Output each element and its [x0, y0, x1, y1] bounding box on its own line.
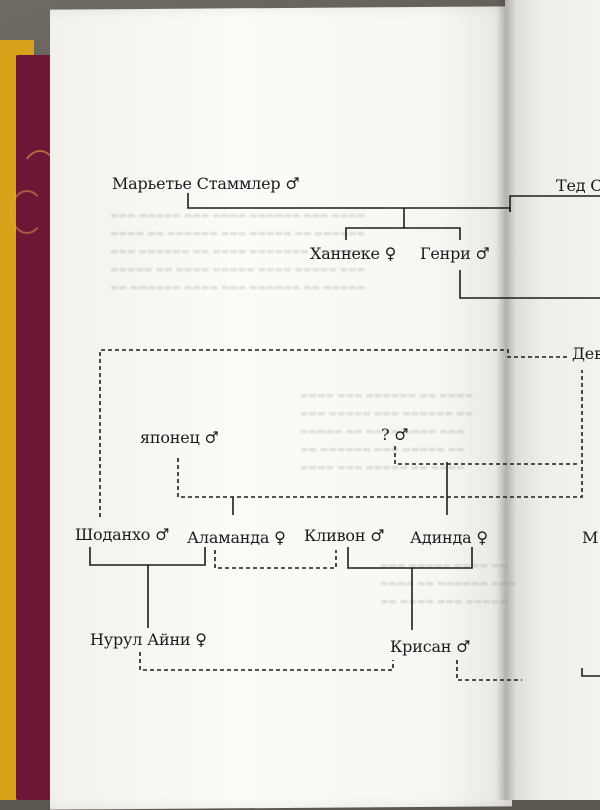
- bleed-through-text: ▬▬▬ ▬▬▬▬▬ ▬▬▬ ▬▬▬▬▬▬ ▬▬: [300, 409, 474, 419]
- dashed-link-alamanda-klivon: [214, 550, 337, 569]
- dashed-link-dev: [99, 349, 568, 517]
- person-adinda: Адинда ♀: [410, 528, 488, 547]
- right-page: [505, 0, 600, 800]
- dashed-link-krisan: [456, 660, 522, 681]
- right-line: [581, 668, 600, 677]
- marriage-line-klivon: [347, 547, 473, 569]
- bleed-through-text: ▬▬▬▬▬ ▬▬ ▬▬▬▬ ▬▬▬▬▬ ▬▬▬▬ ▬▬▬▬▬ ▬▬▬: [110, 265, 366, 275]
- bleed-through-text: ▬▬ ▬▬▬▬▬▬ ▬▬▬▬ ▬▬▬ ▬▬▬▬▬▬ ▬▬ ▬▬▬▬▬: [110, 283, 366, 293]
- person-ted: Тед С: [556, 176, 600, 195]
- bleed-through-text: ▬▬▬ ▬▬▬▬▬▬ ▬▬ ▬▬▬▬ ▬▬▬▬▬▬▬ ▬▬▬ ▬▬▬: [110, 247, 366, 257]
- marriage-line-stammler: [187, 193, 511, 212]
- cover-ornament: [10, 190, 44, 234]
- book-spine-shadow: [496, 0, 516, 800]
- bleed-through-text: ▬▬▬▬ ▬▬▬ ▬▬▬▬▬▬ ▬▬ ▬▬▬▬: [300, 391, 474, 401]
- bleed-through-text: ▬▬▬▬ ▬▬ ▬▬▬▬▬▬ ▬▬▬ ▬▬▬▬▬ ▬▬ ▬▬▬▬▬▬: [110, 229, 366, 239]
- marriage-line-ted: [509, 195, 600, 212]
- person-dev: Дев: [572, 344, 600, 363]
- bleed-through-text: ▬▬▬ ▬▬▬▬▬ ▬▬▬ ▬▬▬▬ ▬▬▬▬▬▬ ▬▬▬ ▬▬▬▬: [110, 211, 366, 221]
- person-marietje-stammler: Марьетье Стаммлер ♂: [112, 174, 300, 193]
- bleed-through-text: ▬▬ ▬▬▬▬▬▬ ▬▬▬ ▬▬▬▬▬ ▬▬: [300, 445, 465, 455]
- bleed-through-text: ▬▬ ▬▬▬▬ ▬▬▬ ▬▬▬▬▬: [380, 597, 508, 607]
- marriage-line-shodankho: [89, 547, 206, 566]
- person-unknown: ? ♂: [381, 425, 409, 444]
- person-shodankho: Шоданхо ♂: [75, 525, 170, 544]
- sibling-line: [345, 227, 461, 240]
- bleed-through-text: ▬▬▬▬▬ ▬▬ ▬▬▬▬ ▬▬▬▬ ▬▬▬: [300, 427, 465, 437]
- henri-spouse-line: [459, 270, 600, 299]
- person-henri: Генри ♂: [420, 244, 490, 263]
- dashed-link-unknown: [394, 446, 580, 465]
- person-krisan: Крисан ♂: [390, 637, 471, 656]
- bleed-through-text: ▬▬▬ ▬▬▬▬▬ ▬▬▬▬ ▬▬: [380, 561, 508, 571]
- person-nurul-aini: Нурул Айни ♀: [90, 630, 207, 649]
- person-m: М: [582, 528, 599, 547]
- person-hanneke: Ханнеке ♀: [310, 244, 397, 263]
- person-japanese: японец ♂: [140, 428, 219, 447]
- bleed-through-text: ▬▬▬▬ ▬▬▬ ▬▬▬▬▬ ▬▬ ▬▬▬▬: [300, 463, 465, 473]
- bleed-through-text: ▬▬▬▬ ▬▬ ▬▬▬▬▬▬ ▬▬▬: [380, 579, 517, 589]
- person-alamanda: Аламанда ♀: [187, 528, 286, 547]
- dashed-link-nurul-krisan: [139, 652, 394, 671]
- person-klivon: Кливон ♂: [304, 526, 385, 545]
- dashed-link-japanese: [177, 370, 583, 498]
